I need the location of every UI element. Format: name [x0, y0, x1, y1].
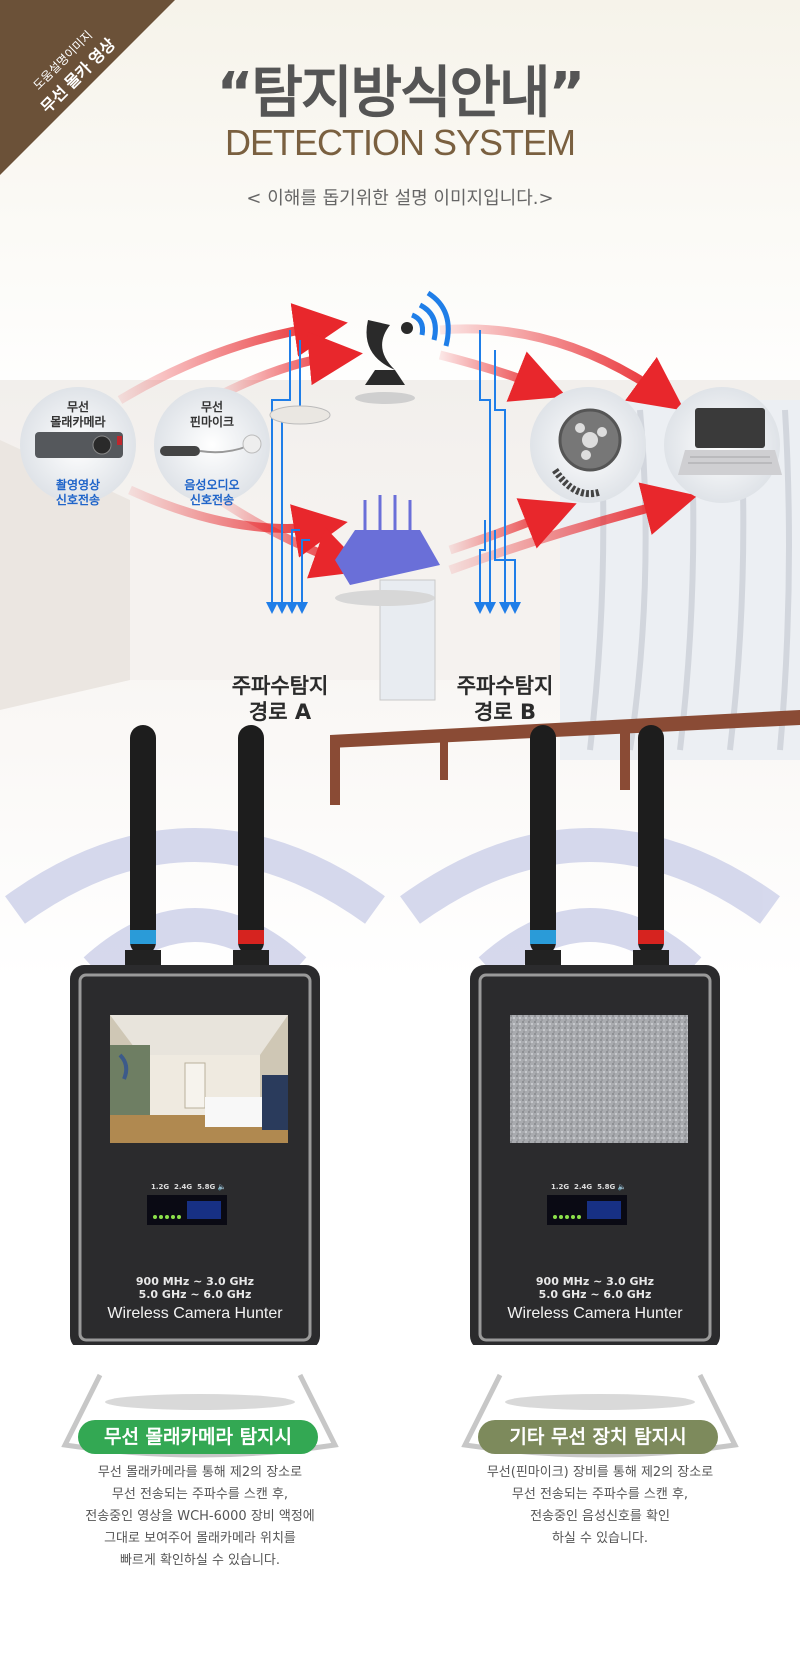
band-1-2g: 1.2G — [151, 1183, 170, 1191]
frequency-range: 900 MHz ~ 3.0 GHz 5.0 GHz ~ 6.0 GHz — [85, 1275, 305, 1301]
speaker-icon: 🔈 — [217, 1183, 227, 1191]
signal-meter — [547, 1195, 627, 1225]
path-b-line1: 주파수탐지 — [456, 674, 554, 698]
brand-label: Wireless Camera Hunter — [507, 1305, 683, 1322]
path-b-label: 주파수탐지 경로 B — [435, 673, 575, 725]
brand-label: Wireless Camera Hunter — [107, 1305, 283, 1322]
speaker-icon: 🔈 — [617, 1183, 627, 1191]
mic-sublabel: 음성오디오 신호전송 — [157, 478, 267, 508]
screen-static-noise — [510, 1015, 688, 1143]
desc-1-line2: 무선 전송되는 주파수를 스캔 후, — [111, 1487, 289, 1502]
satellite-dish-icon — [355, 290, 451, 404]
freq-line1: 900 MHz ~ 3.0 GHz — [535, 1275, 655, 1288]
path-a-label: 주파수탐지 경로 A — [210, 673, 350, 725]
desc-2-line1: 무선(핀마이크) 장비를 통해 제2의 장소로 — [486, 1465, 714, 1480]
band-1-2g: 1.2G — [551, 1183, 570, 1191]
screen-camera-feed — [110, 1015, 288, 1143]
desc-2-line4: 하실 수 있습니다. — [551, 1531, 649, 1546]
mic-label-line1: 무선 — [200, 400, 224, 414]
description-1: 무선 몰래카메라를 통해 제2의 장소로 무선 전송되는 주파수를 스캔 후, … — [40, 1462, 360, 1572]
band-5-8g: 5.8G — [197, 1183, 216, 1191]
desc-1-line5: 빠르게 확인하실 수 있습니다. — [119, 1553, 281, 1568]
desc-2-line3: 전송중인 음성신호를 확인 — [530, 1509, 670, 1524]
camera-label-line1: 무선 — [66, 400, 90, 414]
band-labels: 1.2G 2.4G 5.8G 🔈 — [151, 1183, 241, 1191]
detector-device-2: 1.2G 2.4G 5.8G 🔈 900 MHz ~ 3.0 GHz 5.0 G… — [455, 725, 735, 1525]
desc-2-line2: 무선 전송되는 주파수를 스캔 후, — [511, 1487, 689, 1502]
desc-1-line3: 전송중인 영상을 WCH-6000 장비 액정에 — [85, 1509, 315, 1524]
ceiling-lamp — [269, 405, 331, 425]
camera-label-line2: 몰래카메라 — [50, 415, 106, 429]
path-a-line1: 주파수탐지 — [231, 674, 329, 698]
path-b-line2: 경로 B — [474, 700, 536, 724]
antenna-right — [638, 725, 664, 955]
desc-1-line4: 그대로 보여주어 몰래카메라 위치를 — [104, 1531, 296, 1546]
mic-circle — [154, 387, 270, 503]
corner-ribbon — [0, 0, 175, 175]
detection-diagram — [20, 290, 782, 614]
camera-sublabel: 촬영영상 신호전송 — [23, 478, 133, 508]
detection-lines-blue — [266, 330, 521, 614]
frequency-range: 900 MHz ~ 3.0 GHz 5.0 GHz ~ 6.0 GHz — [485, 1275, 705, 1301]
page-title-english: DETECTION SYSTEM — [224, 122, 576, 163]
detector-device-1: 1.2G 2.4G 5.8G 🔈 900 MHz ~ 3.0 GHz 5.0 G… — [55, 725, 335, 1525]
antenna-right — [238, 725, 264, 955]
antenna-left — [530, 725, 556, 955]
camera-sub-line2: 신호전송 — [55, 493, 101, 507]
caption-pill-2: 기타 무선 장치 탐지시 — [478, 1420, 718, 1454]
path-a-line2: 경로 A — [248, 700, 312, 724]
desc-1-line1: 무선 몰래카메라를 통해 제2의 장소로 — [97, 1465, 303, 1480]
band-2-4g: 2.4G — [574, 1183, 593, 1191]
band-labels: 1.2G 2.4G 5.8G 🔈 — [551, 1183, 641, 1191]
description-2: 무선(핀마이크) 장비를 통해 제2의 장소로 무선 전송되는 주파수를 스캔 … — [440, 1462, 760, 1550]
freq-line2: 5.0 GHz ~ 6.0 GHz — [138, 1288, 252, 1301]
freq-line1: 900 MHz ~ 3.0 GHz — [135, 1275, 255, 1288]
signal-meter — [147, 1195, 227, 1225]
camera-label: 무선 몰래카메라 — [23, 400, 133, 430]
page-title: “탐지방식안내” — [216, 61, 586, 126]
antenna-left — [130, 725, 156, 955]
mic-label-line2: 핀마이크 — [189, 415, 235, 429]
freq-line2: 5.0 GHz ~ 6.0 GHz — [538, 1288, 652, 1301]
caption-pill-1: 무선 몰래카메라 탐지시 — [78, 1420, 318, 1454]
mic-label: 무선 핀마이크 — [157, 400, 267, 430]
mic-sub-line1: 음성오디오 — [184, 478, 240, 492]
page-subtitle: < 이해를 돕기위한 설명 이미지입니다.> — [246, 188, 554, 209]
wifi-router-icon — [335, 495, 440, 606]
camera-sub-line1: 촬영영상 — [55, 478, 101, 492]
band-5-8g: 5.8G — [597, 1183, 616, 1191]
band-2-4g: 2.4G — [174, 1183, 193, 1191]
mic-sub-line2: 신호전송 — [189, 493, 235, 507]
